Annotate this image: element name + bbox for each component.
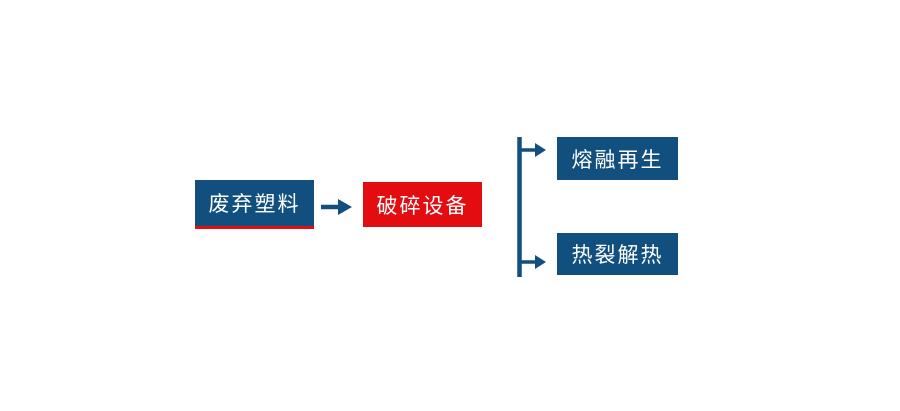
node-waste-plastic-label: 废弃塑料: [208, 193, 301, 216]
arrow-right-icon: [321, 199, 352, 215]
branch-connector: [517, 137, 546, 277]
node-crushing-equipment-label: 破碎设备: [376, 194, 469, 218]
node-pyrolysis-heat: 热裂解热: [557, 233, 678, 275]
node-melt-regeneration: 熔融再生: [557, 137, 678, 180]
node-waste-plastic: 废弃塑料: [195, 180, 314, 229]
node-crushing-equipment: 破碎设备: [363, 182, 482, 227]
branch-arrow-bottom-icon: [519, 255, 546, 269]
node-pyrolysis-heat-label: 热裂解热: [571, 244, 664, 267]
branch-arrow-top-icon: [519, 143, 546, 157]
node-melt-regeneration-label: 熔融再生: [571, 148, 664, 172]
